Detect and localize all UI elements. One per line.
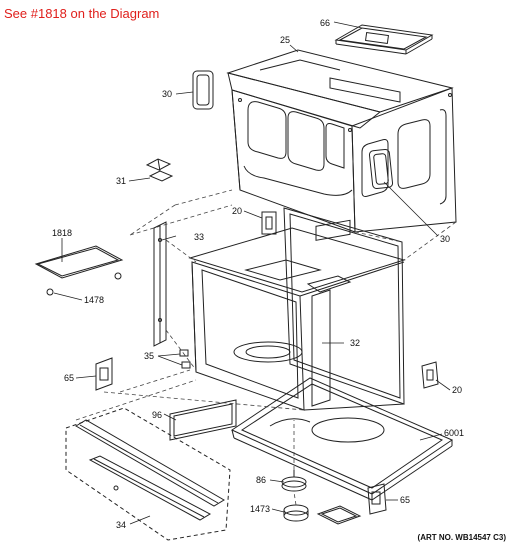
callout-86: 86 — [256, 475, 266, 485]
part-66-vent-plate — [334, 24, 434, 55]
callout-1818: 1818 — [52, 228, 72, 238]
leader-lines — [53, 21, 451, 525]
part-86-coupler — [281, 470, 307, 492]
part-33-rail — [153, 221, 167, 347]
callout-25: 25 — [280, 35, 290, 45]
callout-1478: 1478 — [84, 295, 104, 305]
callout-66: 66 — [320, 18, 330, 28]
diagram-note: See #1818 on the Diagram — [4, 6, 160, 21]
part-1473-motor — [283, 504, 362, 525]
part-20-plate-lower — [421, 361, 439, 389]
callout-33: 33 — [194, 232, 204, 242]
callout-30-right: 30 — [440, 234, 450, 244]
part-25-outer-cabinet — [226, 49, 457, 233]
part-6001-base-tray — [230, 377, 454, 501]
callout-31: 31 — [116, 176, 126, 186]
callout-labels: 66 25 30 31 20 30 1818 33 1478 32 35 65 … — [52, 18, 464, 530]
part-20-plate-upper — [261, 211, 277, 235]
callout-1473: 1473 — [250, 504, 270, 514]
callout-96: 96 — [152, 410, 162, 420]
callout-20-upper: 20 — [232, 206, 242, 216]
part-35-fasteners — [179, 349, 191, 369]
inner-cavity — [188, 207, 406, 411]
callout-6001: 6001 — [444, 428, 464, 438]
callout-34: 34 — [116, 520, 126, 530]
assembly-guides — [75, 189, 457, 506]
part-34-rail-group — [65, 407, 231, 541]
art-number: (ART NO. WB14547 C3) — [417, 533, 506, 542]
part-1478-clip — [46, 272, 122, 296]
callout-30-left: 30 — [162, 89, 172, 99]
callout-65-left: 65 — [64, 373, 74, 383]
part-1818-pad — [34, 245, 124, 279]
part-30-gasket-left — [192, 70, 214, 110]
part-96-shield — [169, 399, 237, 441]
callout-32: 32 — [350, 338, 360, 348]
callout-65-lower: 65 — [400, 495, 410, 505]
part-31-bracket — [145, 158, 174, 182]
callout-20-lower: 20 — [452, 385, 462, 395]
part-30-gasket-right — [368, 148, 394, 190]
part-65-clip-left — [95, 357, 113, 391]
callout-35: 35 — [144, 351, 154, 361]
